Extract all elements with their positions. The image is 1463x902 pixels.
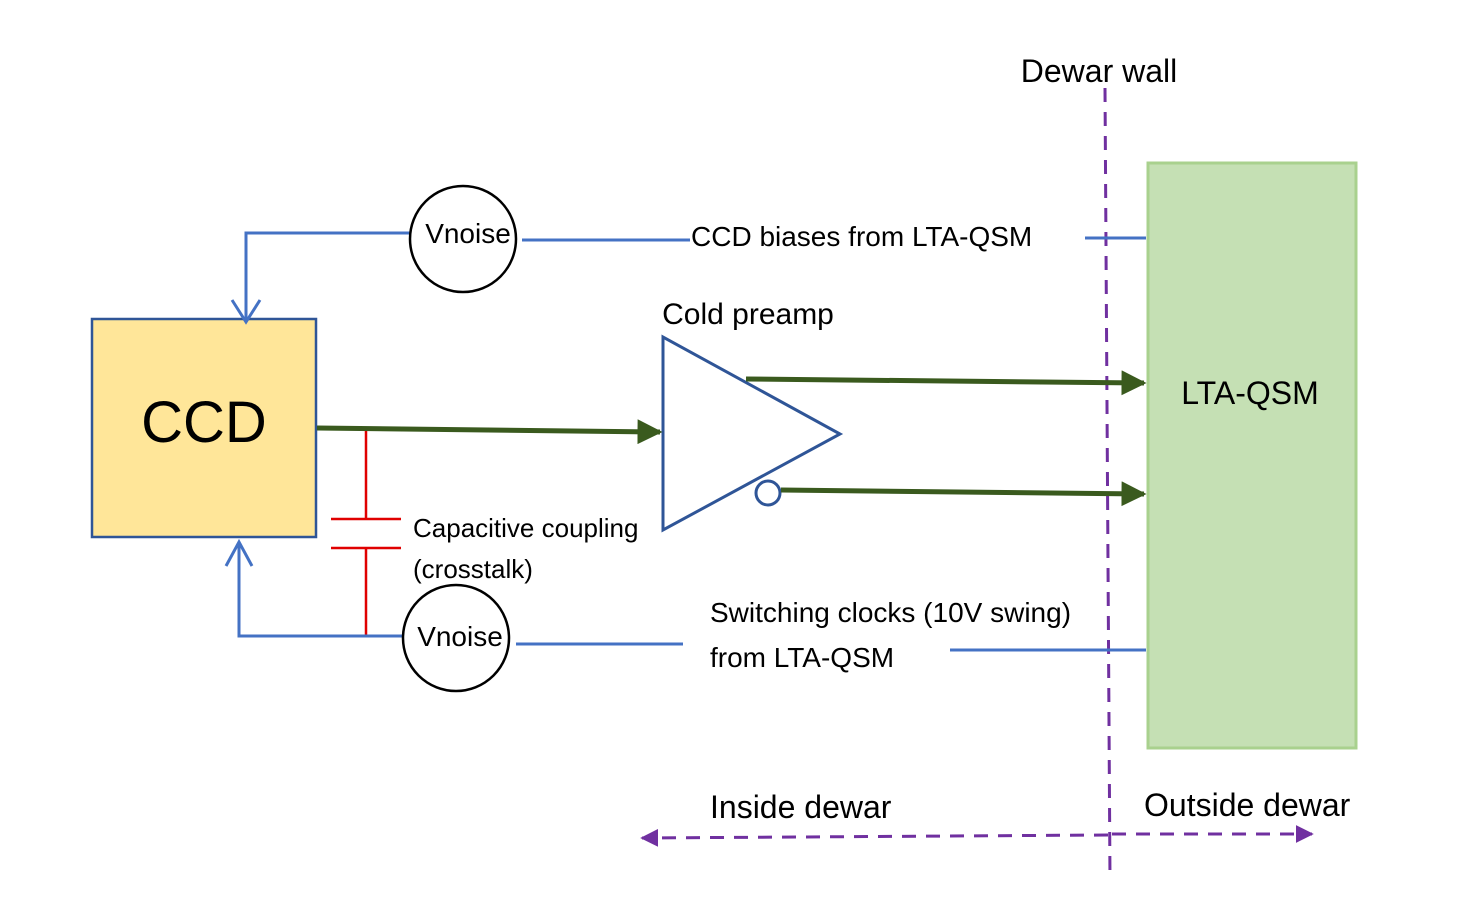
inside-dewar-arrow (640, 828, 1109, 847)
vnoise-top-source (408, 184, 518, 294)
clock-line-to-ccd (237, 542, 405, 638)
lta-qsm-box (1146, 161, 1358, 750)
vnoise-bottom-label: Vnoise (417, 621, 503, 652)
clock-label-line1: Switching clocks (10V swing) (710, 597, 1071, 628)
coupling-label-line1: Capacitive coupling (413, 513, 638, 543)
cold-preamp-label: Cold preamp (662, 298, 834, 331)
vnoise-top-label: Vnoise (425, 218, 511, 249)
preamp-output-positive (745, 370, 1147, 396)
coupling-label-line2: (crosstalk) (413, 554, 533, 584)
vnoise-bottom-source (401, 583, 511, 693)
inside-dewar-label: Inside dewar (710, 789, 892, 825)
clock-label-line2: from LTA-QSM (710, 642, 894, 673)
ccd-label: CCD (141, 390, 267, 455)
cold-preamp-triangle (661, 334, 844, 533)
lta-qsm-label: LTA-QSM (1181, 375, 1318, 411)
outside-dewar-label: Outside dewar (1144, 787, 1351, 823)
ccd-to-preamp-signal (316, 419, 663, 445)
preamp-output-negative (780, 481, 1147, 507)
dewar-wall-label: Dewar wall (1021, 53, 1177, 89)
bias-arrowhead (230, 299, 262, 325)
bias-line-label: CCD biases from LTA-QSM (691, 221, 1032, 252)
dewar-wall-line (1103, 87, 1112, 881)
bias-line-to-ccd (244, 231, 410, 322)
preamp-inverting-output (754, 479, 782, 507)
clock-arrowhead (224, 538, 254, 567)
ccd-box (90, 317, 318, 539)
